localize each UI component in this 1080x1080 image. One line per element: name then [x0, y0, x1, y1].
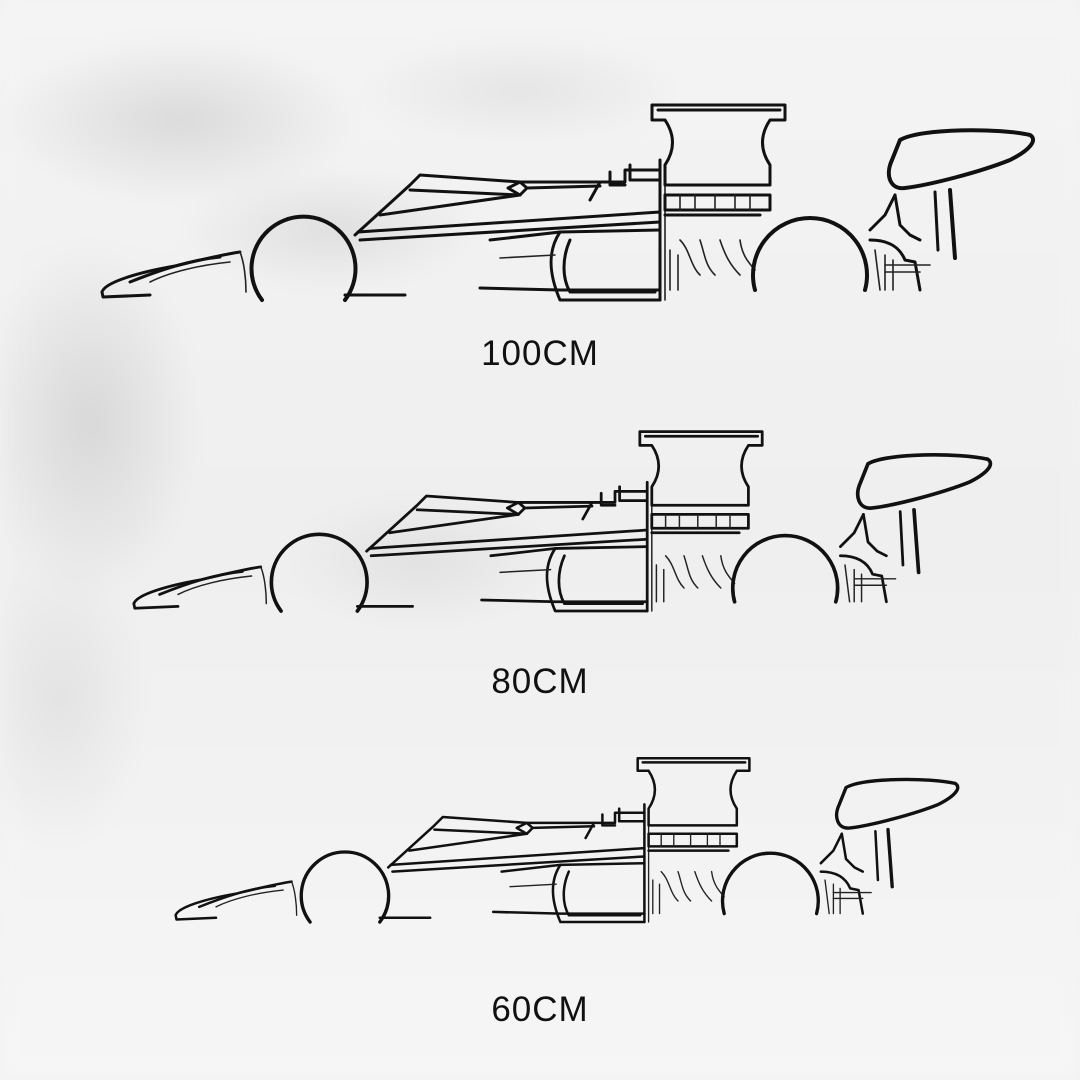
size-label-100cm: 100CM: [481, 334, 599, 373]
size-label-60cm: 60CM: [491, 990, 589, 1029]
size-label-80cm: 80CM: [491, 662, 589, 701]
